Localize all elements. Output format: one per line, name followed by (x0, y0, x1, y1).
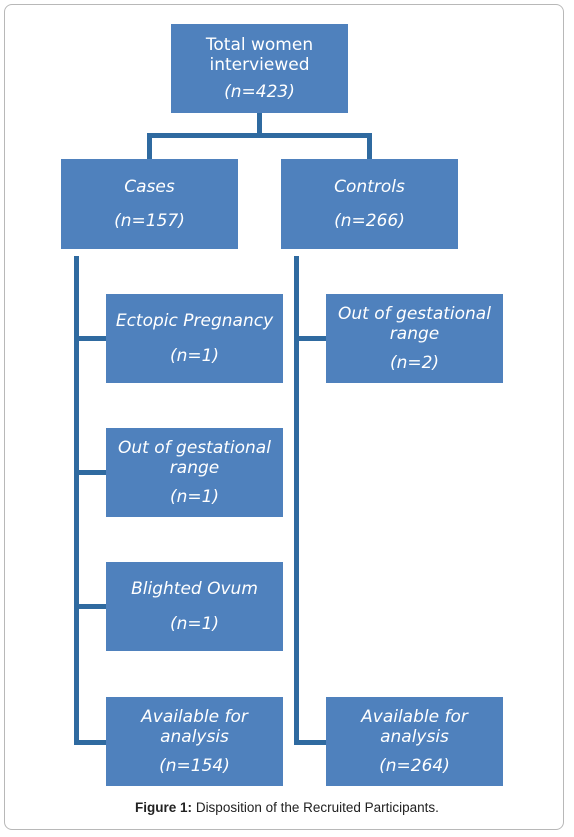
connector-cases-spine (74, 256, 79, 745)
controls-count: (n=266) (334, 211, 405, 231)
cases-ectopic-label: Ectopic Pregnancy (115, 311, 274, 332)
connector-cases-tick-1 (74, 336, 106, 341)
controls-available-label: Available for analysis (361, 706, 468, 748)
controls-available-box: Available for analysis (n=264) (326, 697, 503, 786)
connector-cases-tick-2 (74, 470, 106, 475)
cases-out-of-range-label: Out of gestational range (118, 437, 271, 479)
figure-caption: Figure 1: Disposition of the Recruited P… (0, 800, 574, 815)
cases-count: (n=157) (114, 211, 185, 231)
figure-caption-prefix: Figure 1: (135, 800, 193, 815)
cases-blighted-ovum-label: Blighted Ovum (131, 579, 258, 600)
figure-caption-text: Disposition of the Recruited Participant… (192, 800, 439, 815)
connector-root-stem (257, 112, 262, 136)
connector-controls-tick-2 (294, 740, 326, 745)
controls-label: Controls (334, 176, 405, 197)
cases-ectopic-count: (n=1) (169, 345, 220, 366)
cases-blighted-ovum-box: Blighted Ovum (n=1) (106, 562, 283, 651)
controls-out-of-range-label: Out of gestational range (338, 303, 491, 345)
total-women-label: Total women interviewed (205, 34, 314, 76)
controls-box: Controls (n=266) (281, 159, 458, 249)
total-women-box: Total women interviewed (n=423) (171, 24, 348, 113)
controls-out-of-range-count: (n=2) (389, 352, 440, 373)
cases-box: Cases (n=157) (61, 159, 238, 249)
controls-available-count: (n=264) (379, 755, 450, 776)
cases-available-count: (n=154) (159, 755, 230, 776)
connector-cases-drop (147, 133, 152, 159)
total-women-count: (n=423) (224, 81, 295, 102)
connector-controls-tick-1 (294, 336, 326, 341)
connector-cases-tick-3 (74, 604, 106, 609)
cases-available-label: Available for analysis (141, 706, 248, 748)
controls-out-of-range-box: Out of gestational range (n=2) (326, 294, 503, 383)
connector-controls-drop (367, 133, 372, 159)
cases-available-box: Available for analysis (n=154) (106, 697, 283, 786)
connector-controls-spine (294, 256, 299, 745)
cases-label: Cases (124, 176, 175, 197)
cases-out-of-range-box: Out of gestational range (n=1) (106, 428, 283, 517)
cases-ectopic-box: Ectopic Pregnancy (n=1) (106, 294, 283, 383)
connector-branch-bar (147, 133, 372, 138)
cases-out-of-range-count: (n=1) (169, 486, 220, 507)
figure-frame (4, 4, 564, 830)
connector-cases-tick-4 (74, 740, 106, 745)
cases-blighted-ovum-count: (n=1) (169, 613, 220, 634)
